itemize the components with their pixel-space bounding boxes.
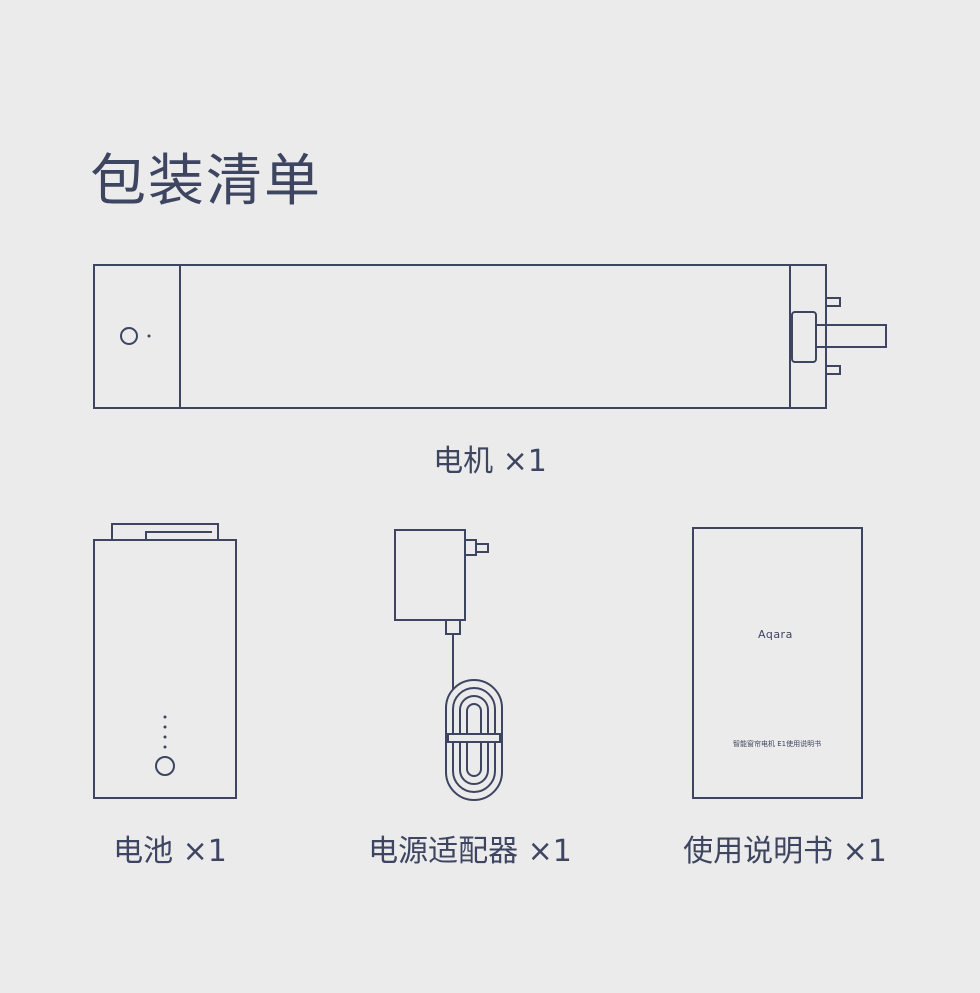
page-title: 包装清单 <box>90 148 322 214</box>
manual-cover-text: 智能窗帘电机 E1使用说明书 <box>733 740 822 748</box>
motor-caption: 电机 ×1 <box>433 444 547 479</box>
manual-caption: 使用说明书 ×1 <box>683 834 887 869</box>
battery-caption: 电池 ×1 <box>113 834 227 869</box>
manual-brand-logo: Aqara <box>758 628 793 641</box>
motor-illustration <box>93 264 887 409</box>
manual-illustration <box>692 527 863 799</box>
battery-illustration <box>93 523 237 799</box>
adapter-caption: 电源适配器 ×1 <box>368 834 572 869</box>
adapter-illustration <box>394 529 503 801</box>
